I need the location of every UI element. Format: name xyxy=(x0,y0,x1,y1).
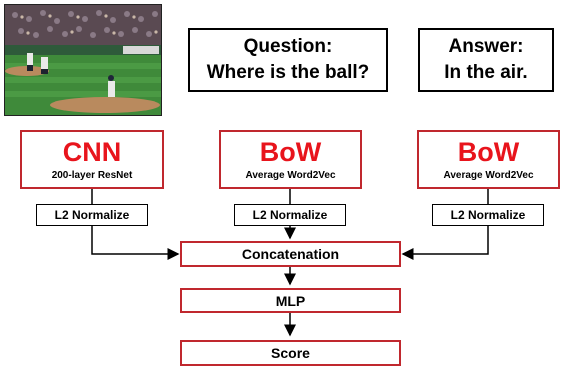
answer-box: Answer: In the air. xyxy=(418,28,554,92)
encoder-title: BoW xyxy=(457,137,520,167)
encoder-subtitle: 200-layer ResNet xyxy=(51,170,133,181)
l2-normalize-box-image: L2 Normalize xyxy=(36,204,148,226)
encoder-subtitle: Average Word2Vec xyxy=(245,170,336,181)
baseball-photo xyxy=(4,4,162,116)
encoder-subtitle: Average Word2Vec xyxy=(443,170,534,181)
encoder-title: CNN xyxy=(62,137,122,167)
l2-normalize-box-question: L2 Normalize xyxy=(234,204,346,226)
question-text: Where is the ball? xyxy=(206,62,370,83)
question-title: Question: xyxy=(243,36,333,57)
bow-answer-encoder-box: BoW Average Word2Vec xyxy=(417,130,560,189)
score-box: Score xyxy=(180,340,401,366)
l2-normalize-box-answer: L2 Normalize xyxy=(432,204,544,226)
concatenation-box: Concatenation xyxy=(180,241,401,267)
cnn-encoder-box: CNN 200-layer ResNet xyxy=(20,130,164,189)
answer-title: Answer: xyxy=(448,36,524,57)
question-box: Question: Where is the ball? xyxy=(188,28,388,92)
bow-question-encoder-box: BoW Average Word2Vec xyxy=(219,130,362,189)
answer-text: In the air. xyxy=(444,62,528,83)
encoder-title: BoW xyxy=(259,137,322,167)
mlp-box: MLP xyxy=(180,288,401,313)
